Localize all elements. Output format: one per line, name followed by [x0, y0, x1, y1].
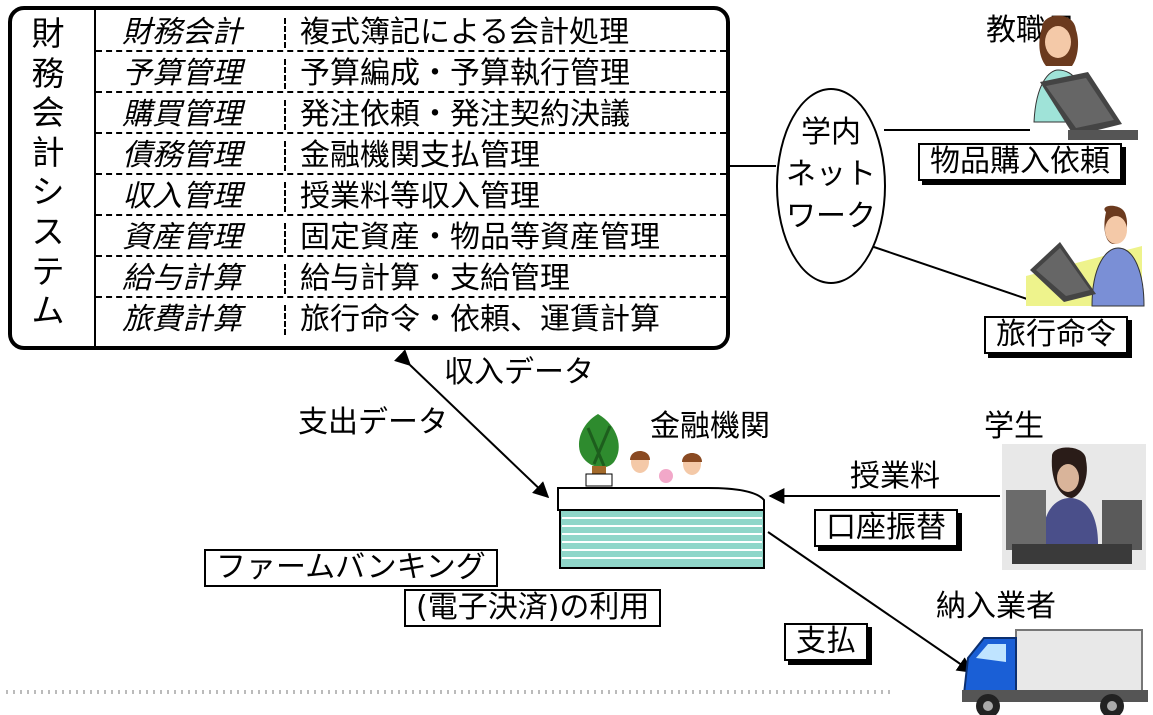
module-row-travel: 旅費計算 旅行命令・依頼、運賃計算: [96, 301, 726, 339]
bank-label: 金融機関: [650, 409, 770, 444]
vendor-label: 納入業者: [936, 589, 1056, 624]
module-name: 債務管理: [122, 138, 242, 173]
module-name: 購買管理: [122, 97, 242, 132]
system-divider: [94, 10, 96, 346]
system-title-char: テ: [31, 251, 65, 291]
module-desc: 授業料等収入管理: [300, 179, 540, 214]
module-separator: [284, 141, 286, 171]
request-box: 物品購入依頼: [918, 143, 1122, 181]
module-name: 予算管理: [122, 56, 242, 91]
module-desc: 給与計算・支給管理: [300, 261, 570, 296]
module-separator: [284, 305, 286, 335]
electronic-settlement-box: (電子決済)の利用: [404, 589, 662, 627]
module-name: 収入管理: [122, 179, 242, 214]
module-desc: 予算編成・予算執行管理: [300, 56, 630, 91]
student-label: 学生: [984, 409, 1044, 444]
module-separator: [284, 100, 286, 130]
module-separator: [284, 182, 286, 212]
module-desc: 旅行命令・依頼、運賃計算: [300, 302, 660, 337]
network-label: 学内 ネット ワーク: [778, 112, 884, 238]
system-title-char: ム: [31, 291, 65, 331]
staff-label: 教職員: [986, 13, 1076, 48]
module-row-budget: 予算管理 予算編成・予算執行管理: [96, 55, 726, 93]
system-title-char: シ: [31, 172, 65, 212]
bank-transfer-box: 口座振替: [814, 509, 958, 547]
fee-label: 授業料: [850, 459, 940, 494]
module-separator: [284, 59, 286, 89]
income-data-label: 収入データ: [444, 355, 594, 390]
module-name: 給与計算: [122, 261, 242, 296]
module-separator: [284, 18, 286, 48]
module-separator: [284, 264, 286, 294]
module-desc: 固定資産・物品等資産管理: [300, 220, 660, 255]
arrow-bank-to-vendor: [767, 531, 974, 673]
network-label-line: ワーク: [786, 199, 876, 234]
firm-banking-box: ファームバンキング: [204, 549, 498, 587]
module-desc: 金融機関支払管理: [300, 138, 540, 173]
module-desc: 発注依頼・発注契約決議: [300, 97, 630, 132]
payment-box: 支払: [784, 623, 868, 661]
system-title: 財 務 会 計 シ ス テ ム: [28, 14, 68, 331]
module-row-accounting: 財務会計 複式簿記による会計処理: [96, 14, 726, 52]
campus-network-ellipse: 学内 ネット ワーク: [776, 88, 886, 284]
financial-accounting-system-box: 財 務 会 計 シ ス テ ム 財務会計 複式簿記による会計処理 予算管理 予算…: [8, 6, 730, 350]
expense-data-label: 支出データ: [298, 405, 448, 440]
module-desc: 複式簿記による会計処理: [300, 15, 630, 50]
system-title-char: 務: [31, 53, 65, 93]
network-label-line: 学内: [801, 115, 861, 150]
module-name: 財務会計: [122, 15, 242, 50]
module-row-liabilities: 債務管理 金融機関支払管理: [96, 137, 726, 175]
system-title-char: 計: [31, 132, 65, 172]
module-separator: [284, 223, 286, 253]
system-title-char: ス: [31, 211, 65, 251]
module-row-assets: 資産管理 固定資産・物品等資産管理: [96, 219, 726, 257]
travel-box: 旅行命令: [984, 316, 1128, 354]
arrow-data-bank-system: [394, 349, 550, 499]
module-row-payroll: 給与計算 給与計算・支給管理: [96, 260, 726, 298]
system-title-char: 財: [31, 14, 65, 53]
line-network-staff-bottom: [867, 244, 1031, 301]
module-name: 旅費計算: [122, 302, 242, 337]
module-row-purchasing: 購買管理 発注依頼・発注契約決議: [96, 96, 726, 134]
network-label-line: ネット: [786, 157, 876, 192]
module-name: 資産管理: [122, 220, 242, 255]
system-title-char: 会: [31, 93, 65, 133]
module-row-revenue: 収入管理 授業料等収入管理: [96, 178, 726, 216]
